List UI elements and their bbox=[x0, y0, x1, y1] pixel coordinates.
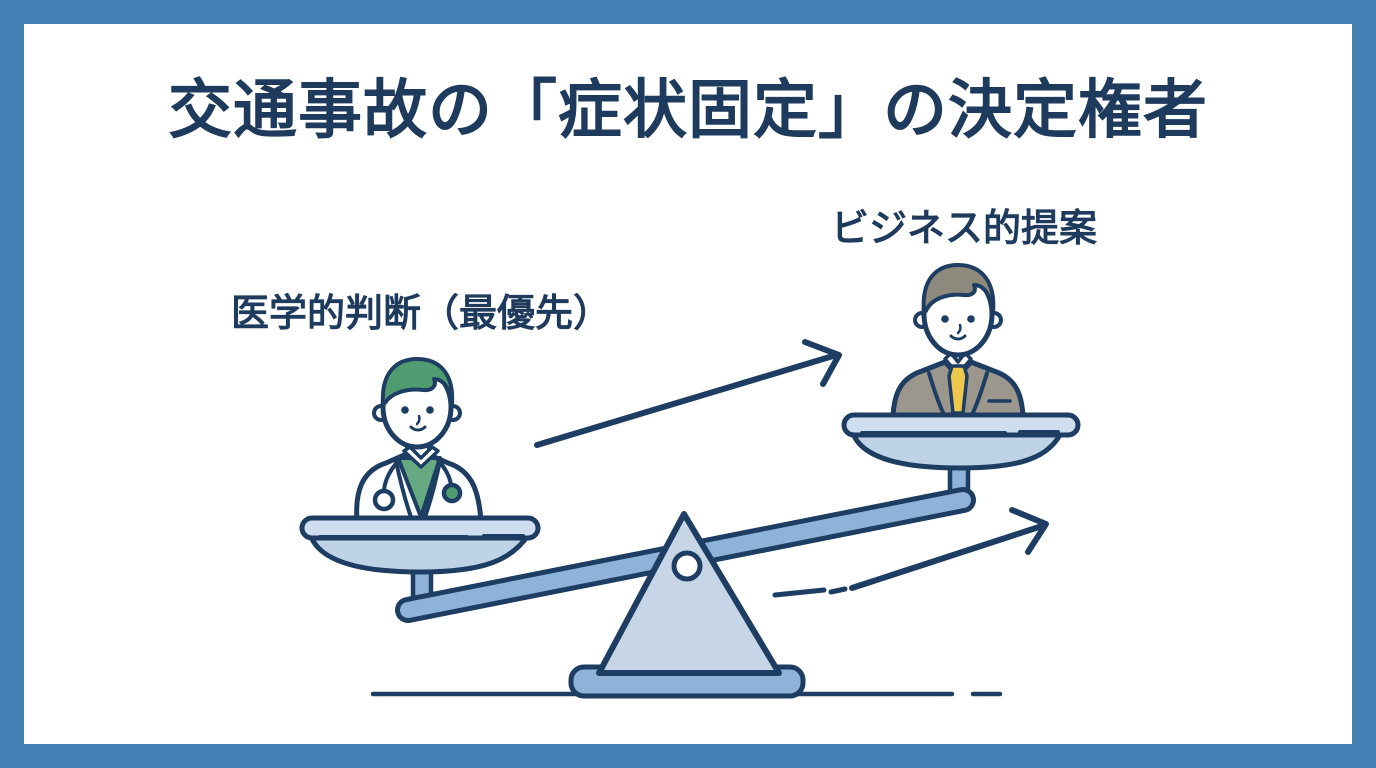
page-title: 交通事故の「症状固定」の決定権者 bbox=[168, 74, 1208, 146]
doctor-eye bbox=[401, 406, 409, 414]
businessman-lapels bbox=[927, 371, 989, 417]
doctor-mouth bbox=[409, 425, 427, 432]
businessman-nose bbox=[956, 323, 962, 335]
businessman-eye bbox=[941, 315, 949, 323]
right-pan bbox=[841, 412, 1081, 471]
scale-fulcrum bbox=[596, 511, 782, 676]
doctor-figure bbox=[354, 357, 484, 524]
doctor-hair bbox=[380, 357, 455, 406]
pivot-hole bbox=[671, 550, 703, 582]
businessman-eye bbox=[967, 315, 975, 323]
businessman-hair bbox=[921, 263, 996, 315]
balance-scale bbox=[299, 412, 1081, 699]
stethoscope-icon bbox=[372, 458, 463, 512]
label-business-proposal: ビジネス的提案 bbox=[831, 208, 1098, 250]
businessman-mouth bbox=[949, 334, 967, 341]
businessman-figure bbox=[890, 263, 1026, 420]
up-right-arrow bbox=[534, 339, 842, 448]
label-medical-judgment: 医学的判断（最優先） bbox=[231, 293, 612, 335]
left-pan bbox=[299, 515, 541, 575]
forward-right-arrow bbox=[772, 507, 1049, 598]
businessman-tie bbox=[947, 364, 969, 415]
doctor-eye bbox=[426, 406, 434, 414]
doctor-nose bbox=[415, 414, 421, 426]
doctor-lapels bbox=[394, 459, 442, 519]
